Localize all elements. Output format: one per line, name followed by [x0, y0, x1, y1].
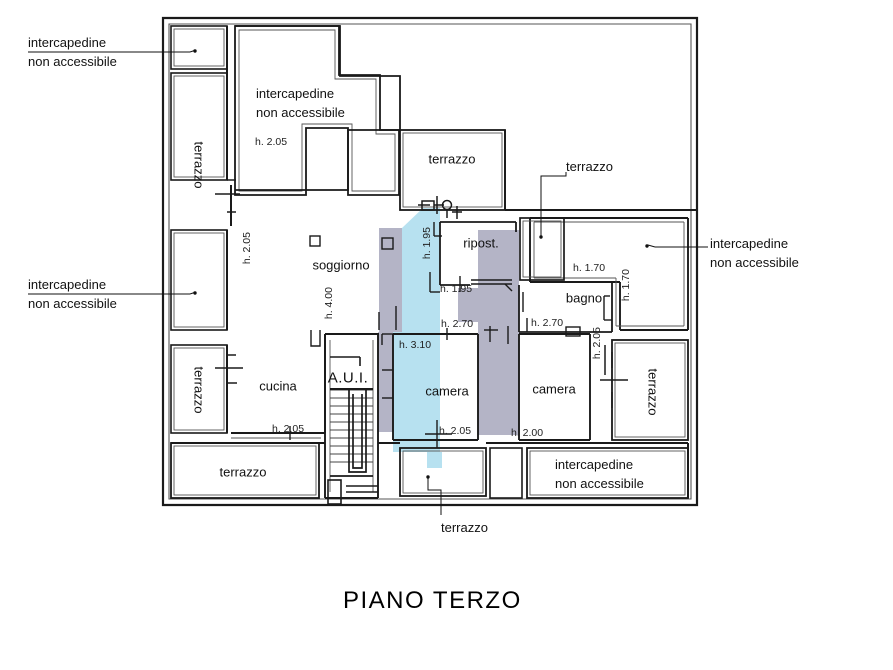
- cyan-region-upper: [402, 208, 440, 332]
- top-right-terrazzo: [399, 129, 506, 211]
- outer-walls: [161, 16, 699, 507]
- cyan-region-camera: [393, 332, 440, 452]
- top-intercapedine-thin: [238, 29, 396, 192]
- room-label-aui: A.U.I.: [327, 369, 369, 387]
- callout-intercapedine-top-left: intercapedine non accessibile: [28, 33, 178, 71]
- height-annotation-h400: h. 4.00: [323, 287, 335, 320]
- height-annotation-h205-camera: h. 2.05: [439, 425, 472, 437]
- height-annotation-h170-a: h. 1.70: [573, 262, 606, 274]
- bottom-mid-terrazzo-thin: [402, 450, 484, 494]
- stair-stringer: [330, 390, 373, 477]
- top-intercapedine-outline: [234, 25, 400, 196]
- gray-region-center-stub: [458, 288, 478, 322]
- intercapedine-line-2: non accessibile: [256, 105, 345, 120]
- room-label-terrazzo-right: terrazzo: [645, 368, 661, 416]
- height-annotation-h270-bagno: h. 2.70: [531, 317, 564, 329]
- cyan-region-tail: [427, 452, 442, 468]
- height-annotation-h170-b: h. 1.70: [620, 269, 632, 302]
- room-label-terrazzo-left-upper: terrazzo: [191, 141, 207, 189]
- callout-terrazzo-top: terrazzo: [566, 159, 613, 174]
- callout-terrazzo-bottom: terrazzo: [441, 520, 488, 535]
- left-column-thin: [173, 28, 225, 431]
- bottom-slot: [489, 447, 523, 499]
- stair-shaft-thin: [329, 340, 374, 492]
- room-label-soggiorno: soggiorno: [312, 257, 370, 273]
- room-label-camera-2: camera: [532, 381, 576, 397]
- height-annotation-h310: h. 3.10: [399, 339, 432, 351]
- stair-entry-slot: [327, 479, 378, 505]
- gray-region-stair: [378, 332, 393, 432]
- bottom-right-intercapedine-thin: [529, 450, 686, 496]
- right-terrazzo: [611, 339, 689, 441]
- cyan-room-jambs: [381, 333, 393, 399]
- callout-line-1: intercapedine: [28, 277, 107, 292]
- stair-shaft: [324, 334, 379, 499]
- room-label-ripost: ripost.: [463, 235, 499, 251]
- height-annotation-h205-left: h. 2.05: [241, 232, 253, 265]
- room-label-camera-1: camera: [425, 383, 469, 399]
- intercapedine-line-1: intercapedine: [555, 457, 634, 472]
- height-annotation-h195-a: h. 1.95: [421, 227, 433, 260]
- right-terrazzo-thin: [614, 342, 686, 438]
- height-annotation-h270-a: h. 2.70: [441, 318, 474, 330]
- ripost-room: [439, 221, 517, 286]
- soggiorno-fixture: [309, 235, 394, 250]
- top-intercapedine-steps: [235, 25, 401, 191]
- callout-line-1: intercapedine: [710, 236, 789, 251]
- bottom-mid-terrazzo: [399, 447, 487, 497]
- gray-region-center: [478, 230, 519, 435]
- camera-opening-ticks: [425, 326, 509, 448]
- callout-intercapedine-mid-left: intercapedine non accessibile: [28, 275, 178, 313]
- highlight-layer: [378, 208, 519, 468]
- height-annotation-h195-b: h. 1.95: [440, 283, 473, 295]
- room-label-cucina: cucina: [259, 378, 297, 394]
- cucina-opening: [278, 426, 304, 440]
- height-annotation-h200: h. 2.00: [511, 427, 544, 439]
- callout-line-2: non accessibile: [710, 255, 799, 270]
- opening-ticks-left: [215, 179, 243, 384]
- height-annotation-h205-right: h. 2.05: [591, 327, 603, 360]
- small-terrazzo-right: [519, 217, 565, 281]
- callout-line-2: non accessibile: [28, 296, 117, 311]
- page-title: PIANO TERZO: [343, 587, 522, 614]
- stair-landing: [330, 356, 361, 366]
- bagno-detail: [522, 292, 612, 337]
- room-label-intercapedine-bottom: intercapedine non accessibile: [555, 455, 725, 493]
- small-terrazzo-right-thin: [522, 220, 562, 278]
- callout-line-1: intercapedine: [28, 35, 107, 50]
- room-label-bagno: bagno: [565, 290, 603, 306]
- room-label-terrazzo-top-right: terrazzo: [428, 151, 476, 167]
- room-label-terrazzo-left-lower: terrazzo: [191, 366, 207, 414]
- callout-line-2: non accessibile: [28, 54, 117, 69]
- balcony-corner-detail: [418, 196, 462, 219]
- right-terrazzo-opening: [600, 345, 628, 408]
- height-annotation-h205-top: h. 2.05: [255, 136, 288, 148]
- intercapedine-line-2: non accessibile: [555, 476, 644, 491]
- top-right-terrazzo-thin: [402, 132, 503, 208]
- callout-intercapedine-right: intercapedine non accessibile: [710, 234, 870, 272]
- intercapedine-line-1: intercapedine: [256, 86, 335, 101]
- soggiorno-column-stubs: [310, 306, 397, 347]
- outer-walls-inner-line: [168, 23, 692, 500]
- room-label-terrazzo-bottom-left: terrazzo: [219, 464, 267, 480]
- interior-base-wall: [171, 442, 689, 498]
- room-label-intercapedine-top: intercapedine non accessibile: [256, 84, 426, 122]
- interior-walls-thin: [533, 221, 685, 327]
- ripost-detail: [429, 222, 513, 293]
- left-partition-wall: [226, 26, 232, 433]
- bottom-left-terrazzo-thin: [173, 445, 317, 496]
- height-annotation-h205-cucina: h. 2.05: [272, 423, 305, 435]
